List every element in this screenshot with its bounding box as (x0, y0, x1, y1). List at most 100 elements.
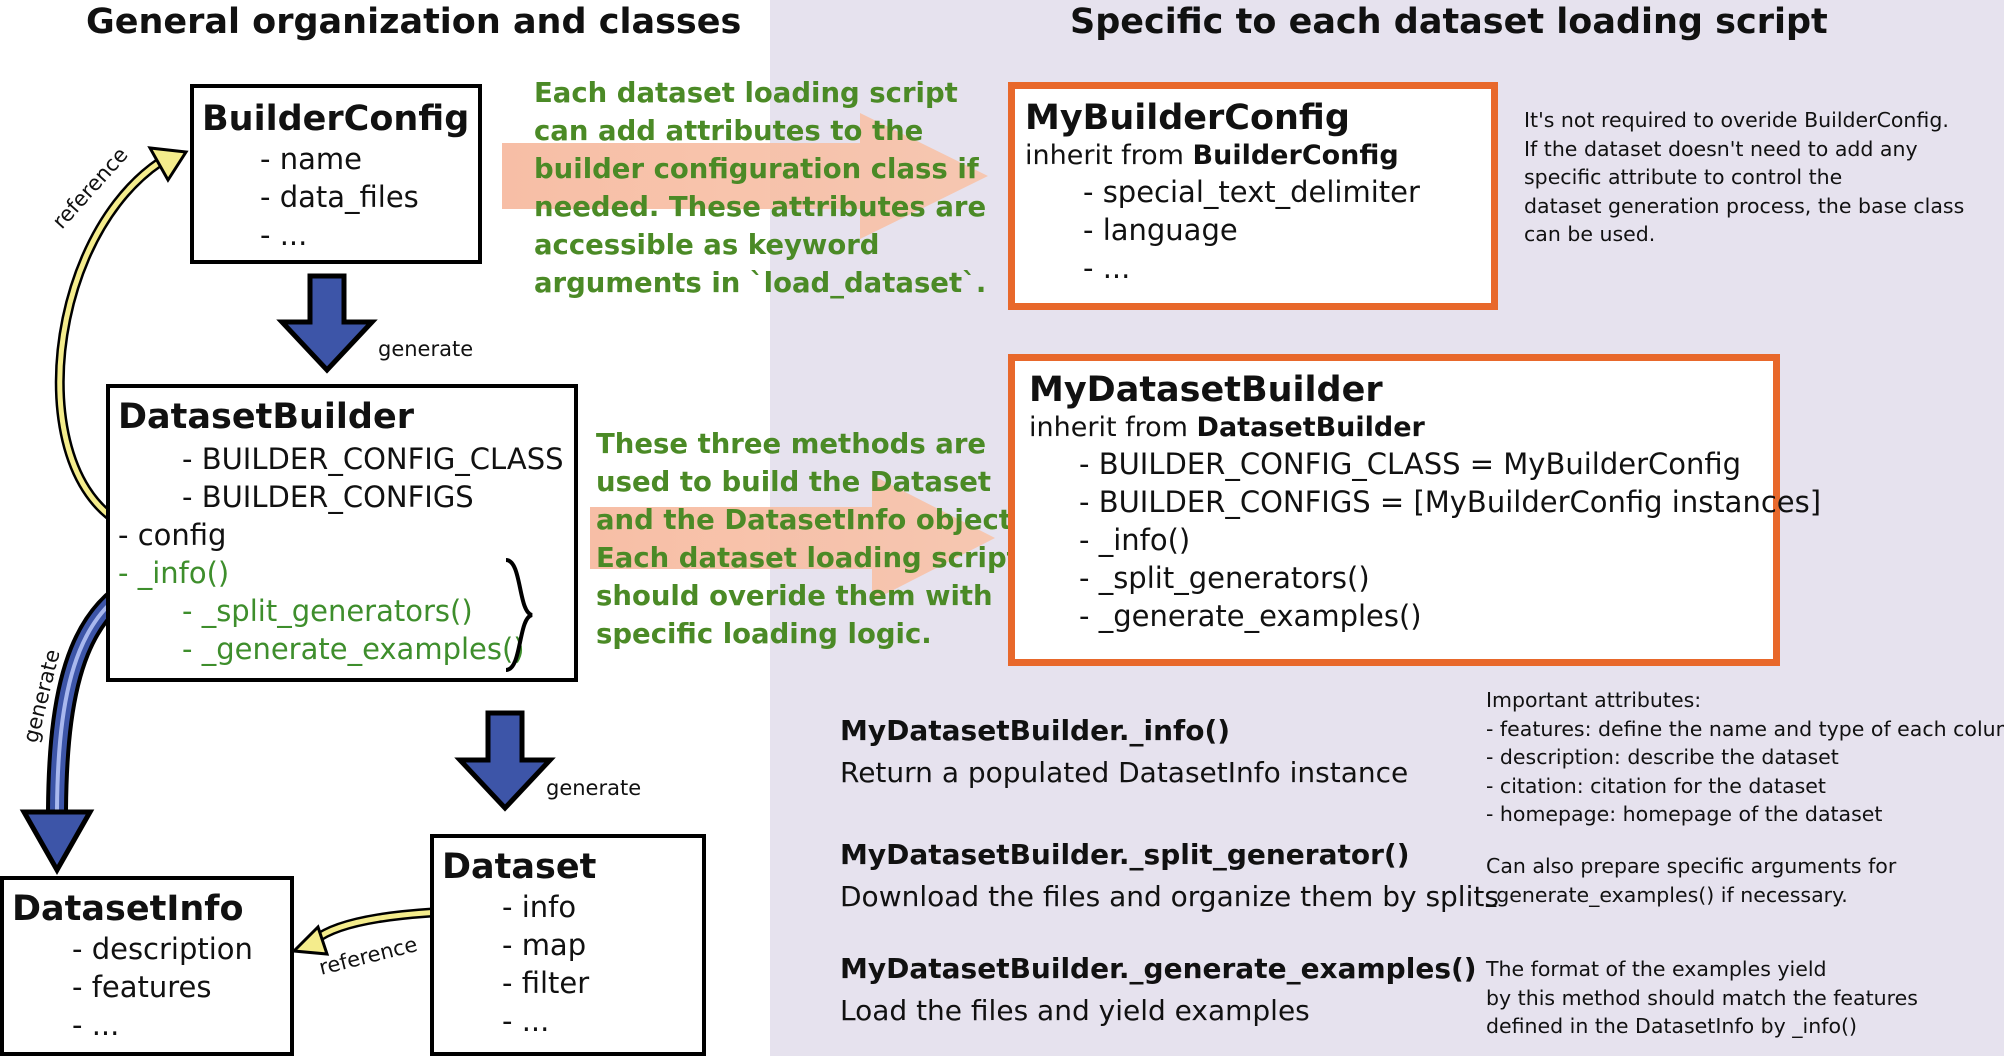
method-info-title: MyDatasetBuilder._info() (840, 714, 1231, 747)
dataset-attr: map (502, 926, 702, 964)
my-dataset-builder-title: MyDatasetBuilder (1029, 370, 1383, 410)
builder-config-attr: data_files (260, 178, 478, 216)
method-split-desc: Download the files and organize them by … (840, 880, 1499, 913)
inherit-class: BuilderConfig (1192, 140, 1399, 171)
note-attributes-line: needed. These attributes are (534, 191, 987, 223)
my-builder-config-title: MyBuilderConfig (1025, 98, 1350, 138)
my-builder-config-attr: ... (1083, 249, 1491, 287)
dataset-info-box: DatasetInfo description features ... (0, 876, 294, 1056)
note-info-list: features: define the name and type of ea… (1486, 715, 2004, 829)
peach-arrow-builder (590, 475, 995, 601)
dataset-builder-method: _split_generators() (182, 592, 574, 630)
my-dataset-builder-attr: BUILDER_CONFIG_CLASS = MyBuilderConfig (1079, 445, 1773, 483)
note-methods: These three methods are used to build th… (596, 425, 1039, 653)
note-attributes-line: accessible as keyword (534, 229, 880, 261)
methods-brace (505, 558, 534, 672)
generate-curve-info-head (19, 809, 95, 876)
method-generate-title: MyDatasetBuilder._generate_examples() (840, 952, 1477, 985)
builder-config-title: BuilderConfig (202, 99, 470, 139)
my-dataset-builder-attributes: BUILDER_CONFIG_CLASS = MyBuilderConfig B… (1079, 445, 1821, 635)
note-split: Can also prepare specific arguments for … (1486, 852, 1896, 909)
note-attributes: Each dataset loading script can add attr… (534, 74, 986, 302)
note-attributes-line: can add attributes to the (534, 115, 924, 147)
generate-label-builder: generate (378, 337, 474, 361)
note-config-line: dataset generation process, the base cla… (1524, 193, 1965, 218)
dataset-attr: filter (502, 964, 702, 1002)
generate-label-dataset: generate (546, 776, 642, 800)
note-methods-line: specific loading logic. (596, 618, 932, 650)
dataset-info-attr: description (72, 930, 290, 968)
note-info-attributes: Important attributes: features: define t… (1486, 686, 2004, 829)
heading-left: General organization and classes (86, 2, 742, 42)
note-generate-line: defined in the DatasetInfo by _info() (1486, 1014, 1857, 1038)
method-info-desc: Return a populated DatasetInfo instance (840, 756, 1409, 789)
my-builder-config-box: MyBuilderConfig inherit from BuilderConf… (1008, 82, 1498, 310)
reference-curve-info-head (290, 924, 330, 956)
note-info-item: features: define the name and type of ea… (1486, 715, 2004, 744)
note-config-line: specific attribute to control the (1524, 165, 1843, 189)
note-config-line: If the dataset doesn't need to add any (1524, 136, 1918, 161)
note-split-line: Can also prepare specific arguments for (1486, 854, 1897, 878)
dataset-title: Dataset (442, 847, 597, 887)
note-info-item: homepage: homepage of the dataset (1486, 800, 2004, 829)
note-config-optional: It's not required to overide BuilderConf… (1524, 106, 1964, 249)
dataset-builder-method: _info() (118, 554, 574, 592)
note-config-line: can be used. (1524, 222, 1656, 246)
builder-config-attr: name (260, 140, 478, 178)
builder-config-box: BuilderConfig name data_files ... (190, 84, 482, 264)
dataset-builder-attributes: BUILDER_CONFIG_CLASS BUILDER_CONFIGS con… (138, 440, 574, 668)
inherit-class: DatasetBuilder (1196, 412, 1425, 443)
note-config-line: It's not required to overide BuilderConf… (1524, 108, 1949, 132)
heading-right: Specific to each dataset loading script (1070, 2, 1828, 42)
note-methods-line: Each dataset loading script (596, 542, 1020, 574)
my-dataset-builder-attr: _split_generators() (1079, 559, 1773, 597)
reference-curve-config-head (147, 146, 189, 183)
peach-arrow-config (502, 113, 988, 239)
dataset-builder-attr-config: config (118, 516, 574, 554)
note-info-item: description: describe the dataset (1486, 743, 2004, 772)
note-info-heading: Important attributes: (1486, 688, 1702, 712)
dataset-builder-title: DatasetBuilder (118, 397, 414, 437)
generate-arrow-builder (276, 273, 378, 374)
method-generate-desc: Load the files and yield examples (840, 994, 1310, 1027)
note-generate-line: by this method should match the features (1486, 985, 1918, 1010)
builder-config-attr: ... (260, 216, 478, 254)
dataset-attr: ... (502, 1002, 702, 1040)
dataset-info-attributes: description features ... (72, 930, 290, 1044)
generate-arrow-dataset (454, 710, 556, 812)
note-methods-line: and the DatasetInfo objects. (596, 504, 1039, 536)
note-methods-line: These three methods are (596, 428, 987, 460)
dataset-info-attr: ... (72, 1006, 290, 1044)
note-info-item: citation: citation for the dataset (1486, 772, 2004, 801)
dataset-info-title: DatasetInfo (12, 889, 244, 929)
my-dataset-builder-inherit: inherit from DatasetBuilder (1029, 411, 1773, 445)
dataset-attributes: info map filter ... (502, 888, 702, 1040)
note-generate: The format of the examples yield by this… (1486, 955, 1918, 1041)
my-dataset-builder-box: MyDatasetBuilder inherit from DatasetBui… (1008, 354, 1821, 666)
builder-config-attributes: name data_files ... (260, 140, 478, 254)
note-methods-line: used to build the Dataset (596, 466, 992, 498)
note-split-line: _generate_examples() if necessary. (1486, 882, 1848, 907)
inherit-prefix: inherit from (1029, 412, 1188, 443)
dataset-info-attr: features (72, 968, 290, 1006)
dataset-builder-method: _generate_examples() (182, 630, 574, 668)
dataset-attr: info (502, 888, 702, 926)
note-attributes-line: Each dataset loading script (534, 77, 958, 109)
my-dataset-builder-attr: BUILDER_CONFIGS = [MyBuilderConfig insta… (1079, 483, 1821, 521)
dataset-builder-attr: BUILDER_CONFIGS (182, 478, 574, 516)
note-generate-line: The format of the examples yield (1486, 957, 1827, 981)
my-dataset-builder-attr: _info() (1079, 521, 1773, 559)
my-builder-config-attributes: special_text_delimiter language ... (1083, 173, 1491, 287)
dataset-builder-attr: BUILDER_CONFIG_CLASS (182, 440, 574, 478)
inherit-prefix: inherit from (1025, 140, 1184, 171)
note-attributes-line: builder configuration class if (534, 153, 979, 185)
my-builder-config-attr: special_text_delimiter (1083, 173, 1491, 211)
my-builder-config-inherit: inherit from BuilderConfig (1025, 139, 1491, 173)
dataset-builder-box: DatasetBuilder BUILDER_CONFIG_CLASS BUIL… (106, 384, 578, 682)
my-builder-config-attr: language (1083, 211, 1491, 249)
dataset-box: Dataset info map filter ... (430, 834, 706, 1056)
note-attributes-line: arguments in `load_dataset`. (534, 267, 987, 299)
note-methods-line: should overide them with (596, 580, 993, 612)
method-split-title: MyDatasetBuilder._split_generator() (840, 838, 1410, 871)
my-dataset-builder-attr: _generate_examples() (1079, 597, 1773, 635)
